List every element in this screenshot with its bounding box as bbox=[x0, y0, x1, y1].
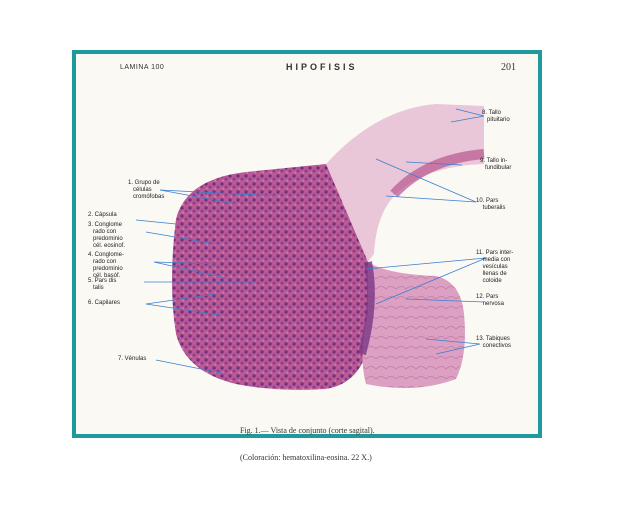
plate-title: HIPOFISIS bbox=[286, 62, 358, 72]
label-capsula: 2. Cápsula bbox=[88, 212, 117, 218]
plate-frame: LAMINA 100 HIPOFISIS 201 bbox=[72, 50, 542, 462]
caption-line-2: (Coloración: hematoxilina-eosina. 22 X.) bbox=[240, 453, 372, 462]
label-pars-nervosa: 12. Pars nervosa bbox=[476, 294, 505, 307]
histology-illustration bbox=[135, 104, 487, 390]
label-pars-distalis: 5. Pars dis talis bbox=[88, 278, 117, 291]
label-cromofobas: 1. Grupo de células cromófobas bbox=[128, 180, 165, 200]
page-number: 201 bbox=[501, 62, 516, 73]
label-capilares: 6. Capilares bbox=[88, 300, 121, 306]
figure-caption: Fig. 1.— Vista de conjunto (corte sagita… bbox=[240, 408, 375, 480]
plate-number: LAMINA 100 bbox=[120, 64, 165, 71]
label-pars-intermedia: 11. Pars inter- media con vesículas llen… bbox=[476, 250, 514, 284]
caption-line-1: Fig. 1.— Vista de conjunto (corte sagita… bbox=[240, 426, 375, 435]
leader-lines bbox=[135, 108, 487, 375]
label-tabiques: 13. Tabiques conectivos bbox=[476, 336, 512, 349]
label-venulas: 7. Vénulas bbox=[118, 356, 147, 362]
pars-intermedia bbox=[358, 261, 375, 356]
pars-distalis bbox=[172, 164, 372, 390]
label-pars-tuberalis: 10. Pars tuberalis bbox=[476, 198, 506, 211]
label-tallo-infundibular: 9. Tallo in- fundibular bbox=[480, 158, 512, 171]
label-basofilos: 4. Conglome- rado con predominio cél. ba… bbox=[88, 252, 125, 279]
pars-nervosa bbox=[362, 262, 465, 388]
label-tallo-pituitario: 8. Tallo pituitario bbox=[482, 110, 510, 123]
label-eosinofilos: 3. Conglome rado con predominio cél. eos… bbox=[88, 222, 126, 249]
